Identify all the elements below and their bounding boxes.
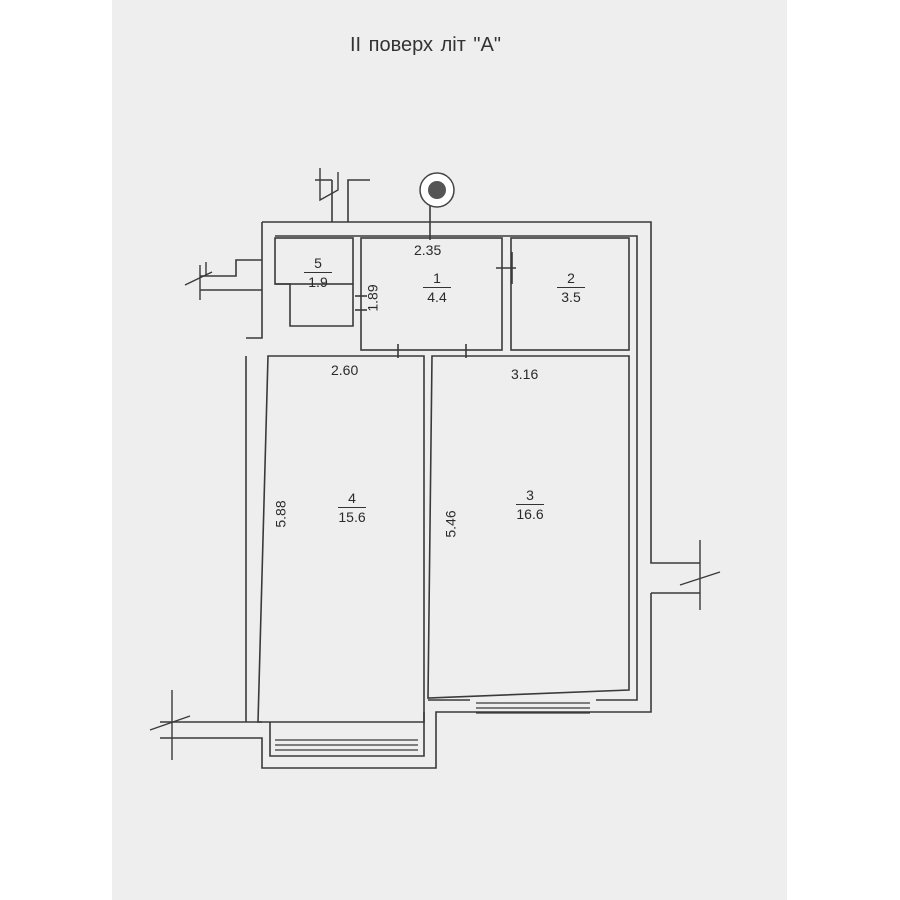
room-5-outline xyxy=(274,237,354,285)
room-4-label: 4 15.6 xyxy=(332,490,372,525)
room-3-label: 3 16.6 xyxy=(510,487,550,522)
room-number: 4 xyxy=(338,490,366,508)
room-number: 3 xyxy=(516,487,544,505)
inner-wall xyxy=(269,235,638,757)
floor-title: II поверх літ "А" xyxy=(350,34,501,56)
room-number: 1 xyxy=(423,270,451,288)
room-2-label: 2 3.5 xyxy=(551,270,591,305)
room-area: 1.9 xyxy=(308,274,328,290)
outer-wall xyxy=(160,221,700,769)
top-chimney-wall xyxy=(315,179,370,222)
dim-room4-width: 2.60 xyxy=(331,362,359,378)
room-area: 16.6 xyxy=(516,506,544,522)
left-step-wall xyxy=(200,259,262,291)
room-1-label: 1 4.4 xyxy=(417,270,457,305)
dim-room3-width: 3.16 xyxy=(511,366,539,382)
dim-room1-width: 2.35 xyxy=(414,242,442,258)
dim-room1-height: 1.89 xyxy=(364,284,381,312)
room-area: 4.4 xyxy=(427,289,447,305)
dim-room4-length: 5.88 xyxy=(272,500,289,528)
room-5-label: 5 1.9 xyxy=(298,255,338,290)
room-area: 3.5 xyxy=(561,289,581,305)
dim-room3-length: 5.46 xyxy=(442,510,459,538)
room-3-outline xyxy=(427,355,630,699)
room-2-outline xyxy=(510,237,630,351)
room-4-outline xyxy=(257,355,425,723)
room-area: 15.6 xyxy=(338,509,366,525)
plan-sheet xyxy=(112,0,787,900)
room-number: 5 xyxy=(304,255,332,273)
room-number: 2 xyxy=(557,270,585,288)
room-1-outline xyxy=(360,237,503,351)
